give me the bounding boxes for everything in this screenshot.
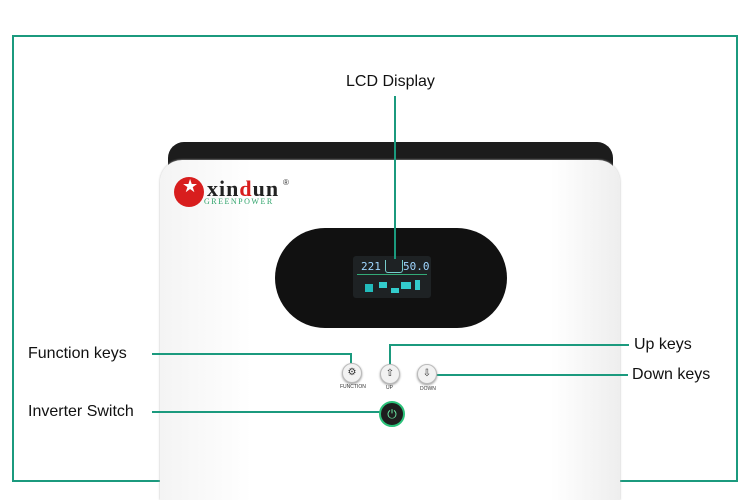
lcd-pv-icon [365,284,373,292]
gear-icon: ⚙ [347,367,357,378]
inverter-body [160,160,620,500]
logo-mark [174,177,204,207]
function-leader-drop [350,353,352,363]
brand-logo: xindun [207,176,280,201]
logo-star-icon: ★ [182,176,199,196]
inverter-switch-label: Inverter Switch [28,403,134,420]
function-leader-line [152,353,352,355]
lcd-load-icon [415,280,420,290]
lcd-leader-line [394,96,396,259]
down-leader-line [436,374,628,376]
registered-mark: ® [283,178,289,187]
lcd-display-label: LCD Display [346,73,435,90]
lcd-left-value: 221 [361,260,381,273]
arrow-up-icon: ⇧ [385,368,395,379]
down-caption: DOWN [420,386,436,392]
up-keys-label: Up keys [634,336,692,353]
lcd-grid-icon [401,282,411,289]
lcd-divider [357,274,427,275]
up-caption: UP [386,385,393,391]
down-button[interactable]: ⇩ [417,364,437,384]
arrow-down-icon: ⇩ [422,368,432,379]
switch-leader-line [152,411,380,413]
inverter-switch-button[interactable]: ⏻ [379,401,405,427]
lcd-screen: 221 50.0 [353,256,431,298]
lcd-right-value: 50.0 [403,260,430,273]
power-icon: ⏻ [387,407,397,421]
lcd-inverter-icon [391,288,399,293]
function-button[interactable]: ⚙ [342,363,362,383]
up-leader-drop [389,344,391,364]
function-keys-label: Function keys [28,345,127,362]
lcd-center-frame [385,260,403,273]
lcd-battery-icon [379,282,387,288]
down-keys-label: Down keys [632,366,711,383]
up-leader-line [389,344,629,346]
brand-tagline: GREENPOWER [204,197,274,206]
function-caption: FUNCTION [340,384,366,390]
up-button[interactable]: ⇧ [380,364,400,384]
